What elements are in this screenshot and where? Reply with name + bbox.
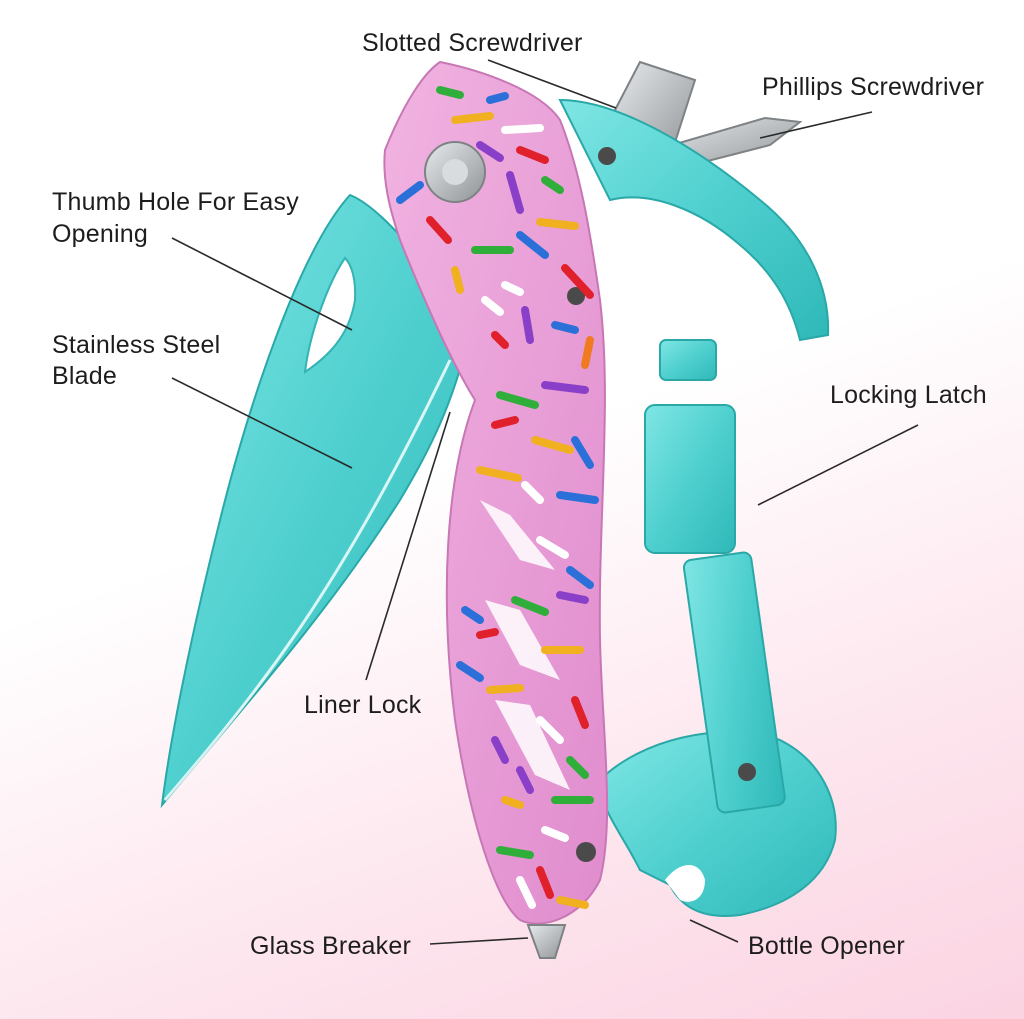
- blade: [160, 193, 472, 809]
- leader-lines: [171, 59, 919, 945]
- label-liner-lock: Liner Lock: [304, 691, 422, 719]
- pink-handle: [383, 60, 609, 925]
- latch-rod: [682, 551, 786, 814]
- screw: [598, 147, 616, 165]
- screw: [567, 287, 585, 305]
- latch-tip: [659, 339, 717, 381]
- label-slotted-screwdriver: Slotted Screwdriver: [362, 29, 583, 57]
- label-glass-breaker: Glass Breaker: [250, 932, 411, 960]
- label-thumb-hole-line2: Opening: [52, 220, 148, 248]
- screw: [576, 842, 596, 862]
- bottle-opener-notch: [665, 865, 705, 902]
- screw: [738, 763, 756, 781]
- label-blade-line2: Blade: [52, 362, 117, 390]
- latch-knurl: [644, 404, 736, 554]
- handle-slot: [495, 700, 570, 790]
- carabiner-frame: [558, 98, 830, 342]
- thumb-stud-center: [442, 159, 468, 185]
- label-phillips-screwdriver: Phillips Screwdriver: [762, 73, 985, 101]
- blade-edge: [163, 359, 452, 801]
- blade-hole: [303, 256, 357, 375]
- glass-breaker: [526, 924, 567, 959]
- handle-slot: [485, 600, 560, 680]
- sprinkles: [396, 86, 599, 909]
- label-blade-line1: Stainless Steel: [52, 331, 221, 359]
- label-locking-latch: Locking Latch: [830, 381, 987, 409]
- handle-slot: [480, 500, 555, 570]
- label-thumb-hole-line1: Thumb Hole For Easy: [52, 188, 299, 216]
- label-bottle-opener: Bottle Opener: [748, 932, 905, 960]
